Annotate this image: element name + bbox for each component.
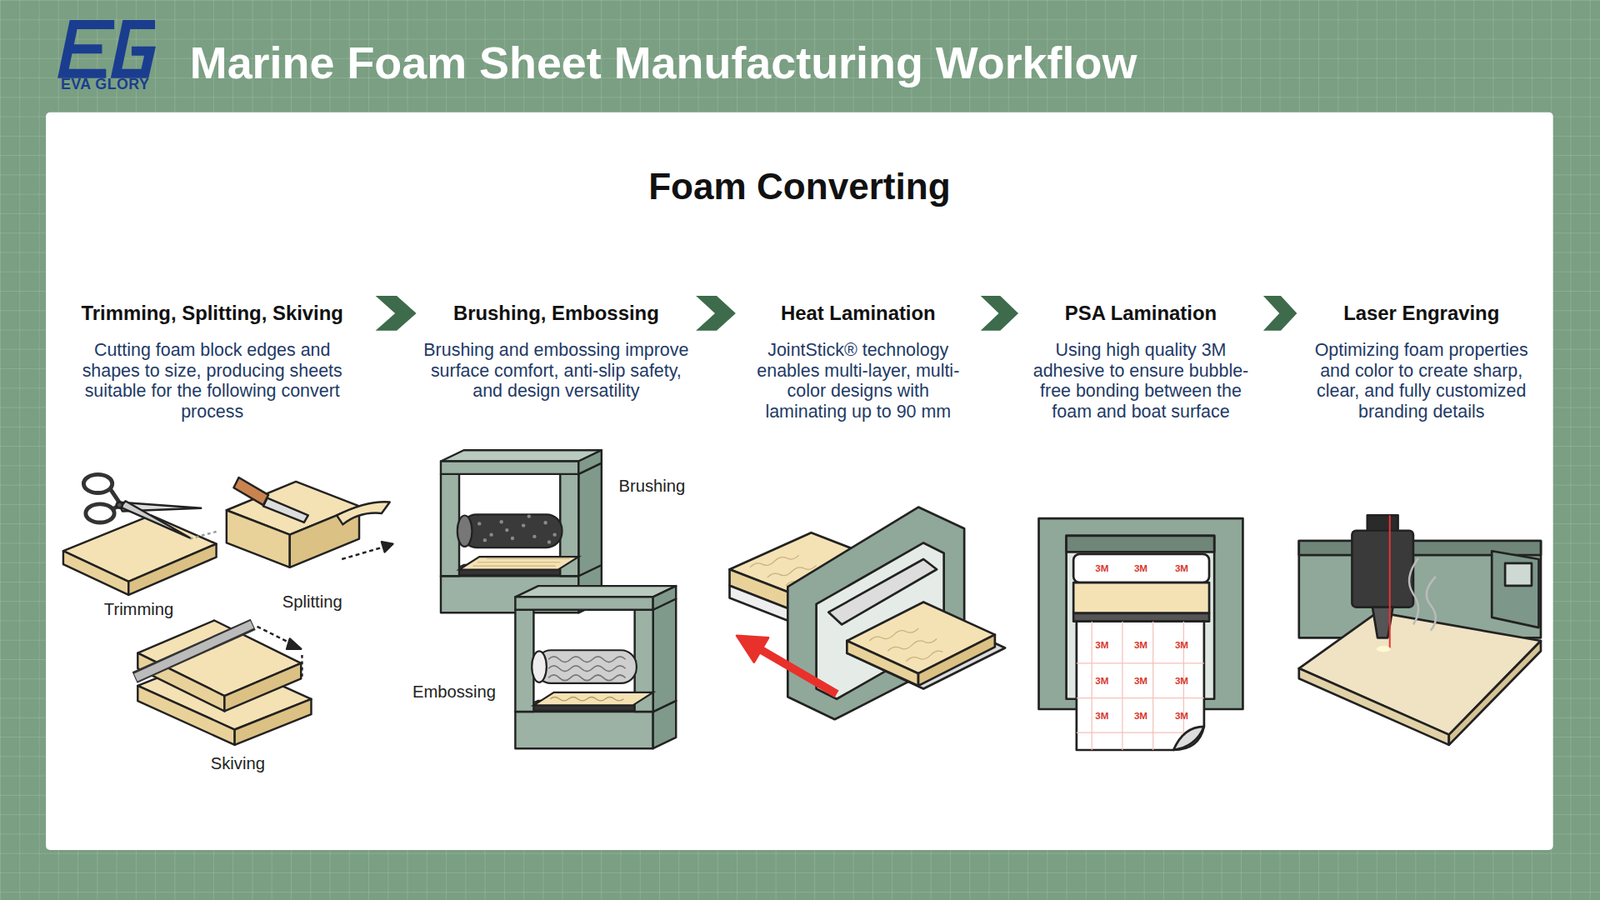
part-label: Trimming [104, 599, 174, 619]
logo-mark [63, 24, 155, 74]
part-label: Splitting [282, 592, 343, 612]
chevron-arrow [375, 295, 417, 331]
step-heading: Trimming, Splitting, Skiving [50, 299, 374, 328]
process-step: Brushing, EmbossingBrushing and embossin… [418, 299, 695, 401]
process-step: Heat LaminationJointStick® technology en… [737, 299, 979, 422]
logo-mark-part [63, 24, 115, 74]
tape-brand-mark: 3M [1175, 710, 1189, 721]
tape-brand-mark: 3M [1134, 639, 1148, 650]
tape-brand-mark: 3M [1095, 675, 1109, 686]
process-step: Laser EngravingOptimizing foam propertie… [1299, 299, 1545, 422]
process-step: Trimming, Splitting, SkivingCutting foam… [50, 299, 374, 422]
logo-mark-part [68, 44, 102, 54]
step-description: Brushing and embossing improve surface c… [418, 340, 695, 401]
tape-brand-mark: 3M [1095, 562, 1109, 574]
step-description: Cutting foam block edges and shapes to s… [50, 340, 374, 422]
tape-brand-mark: 3M [1134, 710, 1148, 721]
step-heading: Laser Engraving [1299, 299, 1545, 328]
section-panel: Foam ConvertingTrimming, Splitting, Skiv… [45, 112, 1554, 850]
chevron-arrow [1263, 295, 1297, 331]
logo-mark-part [116, 24, 156, 74]
part-label: Embossing [412, 682, 496, 702]
step-heading: Brushing, Embossing [418, 299, 695, 328]
brand-name: EVA GLORY [60, 75, 150, 93]
tape-brand-mark: 3M [1095, 639, 1109, 650]
step-description: JointStick® technology enables multi-lay… [737, 340, 979, 422]
step-heading: PSA Lamination [1020, 299, 1261, 328]
process-step: PSA LaminationUsing high quality 3M adhe… [1020, 299, 1261, 422]
part-label: Brushing [619, 475, 686, 495]
chevron-arrow [695, 295, 736, 331]
step-description: Optimizing foam properties and color to … [1299, 340, 1545, 422]
tape-brand-mark: 3M [1134, 675, 1148, 686]
part-label: Skiving [210, 753, 265, 773]
tape-brand-mark: 3M [1095, 710, 1109, 721]
section-title: Foam Converting [45, 163, 1554, 210]
tape-brand-mark: 3M [1175, 562, 1189, 574]
step-description: Using high quality 3M adhesive to ensure… [1020, 340, 1261, 422]
main-title: Marine Foam Sheet Manufacturing Workflow [190, 37, 1138, 89]
tape-brand-mark: 3M [1175, 639, 1189, 650]
tape-brand-mark: 3M [1175, 675, 1189, 686]
tape-brand-mark: 3M [1134, 562, 1148, 574]
chevron-arrow [980, 295, 1019, 331]
step-heading: Heat Lamination [737, 299, 979, 328]
